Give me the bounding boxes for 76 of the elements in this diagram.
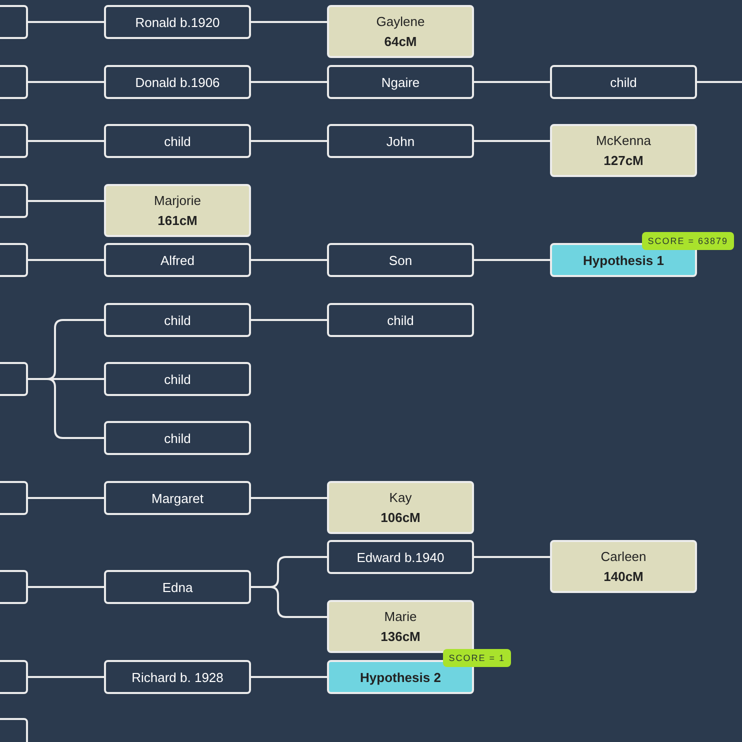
connector-line <box>474 259 550 261</box>
person-box <box>327 124 474 158</box>
person-box <box>104 5 251 39</box>
person-name: child <box>164 312 191 328</box>
connector-line <box>251 81 327 83</box>
person-name: Gaylene <box>376 14 425 29</box>
person-box <box>104 65 251 99</box>
connector-line <box>28 21 104 23</box>
person-box <box>327 303 474 337</box>
person-name: Alfred <box>160 252 194 268</box>
person-name: Edna <box>162 580 193 594</box>
match-box <box>550 124 697 177</box>
match-box <box>104 184 251 237</box>
person-name: child <box>387 312 414 328</box>
person-name: Margaret <box>151 490 204 506</box>
shared-dna: 127cM <box>604 153 644 168</box>
match-box <box>550 540 697 593</box>
match-box <box>327 600 474 653</box>
person-name: Ngaire <box>381 74 420 90</box>
shared-dna: 161cM <box>158 213 198 228</box>
person-box <box>104 481 251 515</box>
person-name: Hypothesis 2 <box>360 670 441 684</box>
person-box <box>550 65 697 99</box>
person-name: John <box>386 134 415 148</box>
connector-line <box>28 676 104 678</box>
person-name: Son <box>388 252 412 268</box>
person-box <box>327 65 474 99</box>
connector-line <box>474 556 550 558</box>
connector-line <box>28 259 104 261</box>
person-box <box>104 421 251 455</box>
person-name: child <box>164 372 191 386</box>
person-name: Edward b.1940 <box>356 550 444 564</box>
connector-line <box>474 140 550 142</box>
connector-line <box>251 140 327 142</box>
connector-line <box>251 259 327 261</box>
person-box <box>104 362 251 396</box>
connector-line <box>697 81 742 83</box>
person-box <box>104 124 251 158</box>
match-box <box>327 481 474 534</box>
person-box <box>327 540 474 574</box>
score-badge: SCORE = 63879 <box>642 232 734 250</box>
person-box <box>104 660 251 694</box>
person-name: Marie <box>384 609 417 624</box>
connector-line <box>251 319 327 321</box>
person-box <box>104 570 251 604</box>
person-name: child <box>164 430 191 446</box>
connector-line <box>474 81 550 83</box>
person-box <box>104 243 251 277</box>
connector-line <box>28 586 104 588</box>
connector-line <box>251 497 327 499</box>
score-badge: SCORE = 1 <box>442 649 511 667</box>
connector-line <box>251 21 327 23</box>
person-name: child <box>164 134 191 148</box>
person-name: McKenna <box>596 133 651 148</box>
shared-dna: 140cM <box>604 569 644 584</box>
person-name: Ronald b.1920 <box>135 14 220 30</box>
person-box <box>104 303 251 337</box>
person-name: Kay <box>389 490 412 505</box>
shared-dna: 106cM <box>380 510 420 525</box>
connector-line <box>28 140 104 142</box>
person-name: Donald b.1906 <box>135 74 220 90</box>
connector-line <box>28 81 104 83</box>
person-box <box>327 243 474 277</box>
connector-line <box>251 676 327 678</box>
person-name: Carleen <box>600 549 646 564</box>
person-name: child <box>610 74 637 90</box>
match-box <box>327 5 474 58</box>
shared-dna: 64cM <box>384 34 417 49</box>
shared-dna: 136cM <box>380 629 420 644</box>
person-name: Hypothesis 1 <box>583 252 664 268</box>
person-name: Marjorie <box>154 193 201 208</box>
person-name: Richard b. 1928 <box>132 670 224 684</box>
connector-line <box>251 586 327 618</box>
connector-line <box>28 497 104 499</box>
connector-line <box>28 200 104 202</box>
connector-line <box>28 378 104 439</box>
